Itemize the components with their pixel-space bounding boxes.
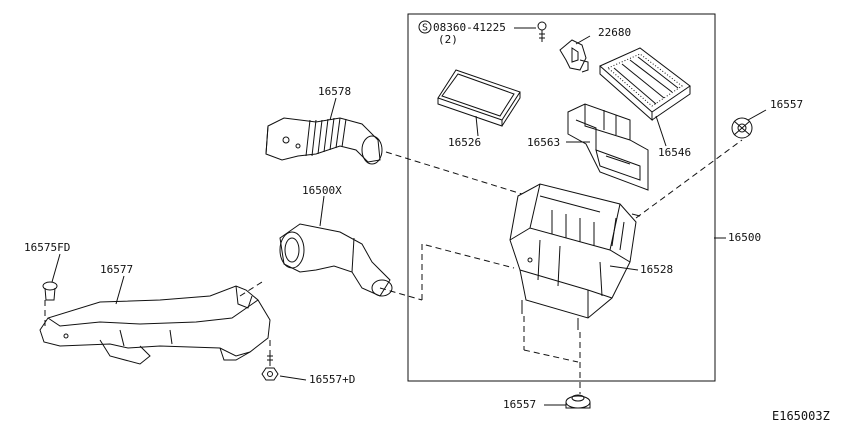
clip-icon	[731, 117, 753, 139]
sensor-icon	[559, 39, 589, 73]
label-16557-top: 16557	[770, 98, 804, 111]
label-16546: 16546	[658, 146, 692, 159]
filter-element-icon	[599, 47, 691, 122]
bolt-icon	[537, 21, 547, 42]
s-symbol-letter: S	[422, 23, 428, 34]
label-bolt-part: 08360-41225	[433, 21, 506, 34]
guide-lines	[44, 139, 743, 394]
grommet-icon	[42, 281, 58, 301]
diagram-id: E165003Z	[772, 409, 830, 423]
resonator-icon	[567, 103, 649, 191]
label-16557-bottom: 16557	[503, 398, 537, 411]
label-16577: 16577	[100, 263, 134, 276]
label-16557d: 16557+D	[309, 373, 356, 386]
assembly-frame	[407, 13, 716, 382]
inlet-icon	[39, 285, 271, 365]
label-16500x: 16500X	[302, 184, 342, 197]
label-16578: 16578	[318, 85, 352, 98]
label-16528: 16528	[640, 263, 674, 276]
label-16526: 16526	[448, 136, 482, 149]
label-16575fd: 16575FD	[24, 241, 71, 254]
inlet-duct-icon	[279, 223, 393, 297]
screw-icon	[261, 352, 279, 381]
bottom-grommet-icon	[565, 394, 591, 409]
duct-icon	[437, 69, 521, 127]
air-cleaner-body-icon	[509, 183, 641, 330]
label-16500: 16500	[728, 231, 762, 244]
hose-icon	[265, 117, 383, 165]
label-bolt-qty: (2)	[438, 33, 458, 46]
leader-lines	[51, 27, 767, 406]
label-16563: 16563	[527, 136, 561, 149]
label-22680: 22680	[598, 26, 632, 39]
s-symbol-icon: S	[418, 20, 432, 34]
